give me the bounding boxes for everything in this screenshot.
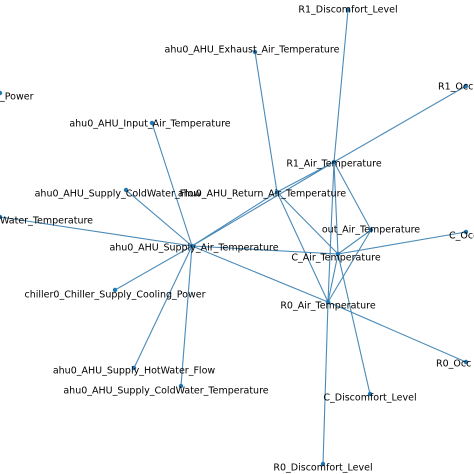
node-exhaust_temp: ahu0_AHU_Exhaust_Air_Temperature (165, 45, 340, 56)
node-c_temp: C_Air_Temperature (291, 251, 381, 264)
node-dot (335, 251, 341, 257)
node-label: ahu0_AHU_Supply_HotWater_Flow (53, 366, 216, 377)
node-return_temp: ahu0_AHU_Return_Air_Temperature (178, 189, 346, 200)
edge-r0_temp-r0_discomfort (322, 301, 329, 465)
edge-c_temp-out_temp (337, 229, 372, 255)
node-power: _Power (0, 90, 34, 103)
node-r0_occ: R0_Occ (436, 359, 471, 370)
node-c_occ: C_Occ (449, 229, 474, 242)
node-coldwater_flow: ahu0_AHU_Supply_ColdWater_Flow (35, 187, 202, 200)
node-dot (325, 299, 331, 305)
edge-return_temp-r0_temp (276, 191, 329, 303)
edge-return_temp-exhaust_temp (254, 51, 278, 193)
node-label: R0_Occ (436, 359, 471, 370)
node-label: ahu0_AHU_Input_Air_Temperature (69, 119, 230, 130)
node-dot (0, 90, 3, 96)
node-label: ahu0_AHU_Supply_ColdWater_Flow (35, 189, 202, 200)
node-dot (463, 83, 469, 89)
edge-return_temp-c_temp (276, 191, 339, 255)
node-input_temp: ahu0_AHU_Input_Air_Temperature (69, 119, 230, 130)
node-r0_discomfort: R0_Discomfort_Level (273, 461, 373, 474)
node-c_discomfort: C_Discomfort_Level (323, 391, 417, 404)
node-label: C_Discomfort_Level (323, 393, 416, 404)
edge-r1_temp-r1_occ (333, 85, 467, 163)
node-label: ahu0_AHU_Exhaust_Air_Temperature (165, 45, 340, 56)
node-label: R1_Air_Temperature (286, 159, 382, 170)
node-r1_discomfort: R1_Discomfort_Level (298, 5, 397, 16)
node-hotwater_flow: ahu0_AHU_Supply_HotWater_Flow (53, 366, 216, 377)
edge-supply_temp-input_temp (151, 122, 193, 247)
graph-edges (0, 9, 467, 465)
graph-nodes: R1_Discomfort_Level ahu0_AHU_Exhaust_Air_… (0, 5, 474, 474)
node-dot (252, 49, 258, 55)
node-dot (345, 7, 351, 13)
edge-r1_temp-out_temp (333, 161, 372, 231)
edge-c_temp-r0_temp (327, 253, 339, 303)
node-r0_temp: R0_Air_Temperature (280, 299, 376, 312)
node-dot (0, 214, 3, 220)
edge-c_temp-c_discomfort (337, 253, 371, 395)
edge-supply_temp-coldwater_flow (125, 189, 193, 247)
node-dot (178, 383, 184, 389)
node-label: C_Air_Temperature (291, 253, 381, 264)
node-label: ahu0_AHU_Supply_ColdWater_Temperature (63, 386, 268, 397)
node-dot (463, 359, 469, 365)
node-dot (131, 365, 137, 371)
node-r1_occ: R1_Occ (438, 82, 473, 93)
edge-r1_temp-c_temp (333, 161, 339, 255)
node-dot (463, 229, 469, 235)
edge-supply_temp-coldwater_temp (180, 245, 193, 387)
edge-supply_temp-water_temp (0, 216, 193, 247)
node-label: C_Occ (449, 231, 474, 242)
node-dot (320, 461, 326, 467)
node-dot (368, 227, 374, 233)
node-dot (189, 243, 195, 249)
node-coldwater_temp: ahu0_AHU_Supply_ColdWater_Temperature (63, 383, 269, 397)
edge-supply_temp-r0_temp (191, 245, 329, 303)
node-chiller_power: chiller0_Chiller_Supply_Cooling_Power (25, 287, 206, 301)
edge-supply_temp-hotwater_flow (133, 245, 193, 369)
node-label: R0_Air_Temperature (280, 301, 376, 312)
edge-r0_temp-out_temp (327, 229, 372, 303)
edge-r1_temp-r1_discomfort (333, 9, 349, 163)
node-dot (331, 159, 337, 165)
node-dot (149, 120, 155, 126)
node-r1_temp: R1_Air_Temperature (286, 159, 382, 170)
edge-r1_temp-r0_temp (327, 161, 335, 303)
node-water_temp: Water_Temperature (0, 214, 93, 227)
node-label: R0_Discomfort_Level (273, 463, 372, 474)
node-label: Water_Temperature (0, 216, 93, 227)
node-label: out_Air_Temperature (322, 225, 420, 236)
node-dot (123, 187, 129, 193)
edge-supply_temp-chiller_power (114, 245, 193, 291)
node-label: ahu0_AHU_Supply_Air_Temperature (109, 243, 278, 254)
node-label: ahu0_AHU_Return_Air_Temperature (178, 189, 346, 200)
node-out_temp: out_Air_Temperature (322, 225, 420, 236)
node-dot (367, 391, 373, 397)
edge-supply_temp-c_temp (191, 245, 339, 255)
node-label: _Power (0, 92, 34, 103)
node-label: chiller0_Chiller_Supply_Cooling_Power (25, 290, 206, 301)
node-dot (274, 189, 280, 195)
node-label: R1_Occ (438, 82, 473, 93)
edge-r0_temp-r0_occ (327, 301, 467, 363)
edge-return_temp-r1_temp (276, 161, 335, 193)
edge-supply_temp-r1_temp (191, 161, 335, 247)
node-dot (112, 287, 118, 293)
node-label: R1_Discomfort_Level (298, 5, 397, 16)
node-supply_temp: ahu0_AHU_Supply_Air_Temperature (109, 243, 278, 254)
